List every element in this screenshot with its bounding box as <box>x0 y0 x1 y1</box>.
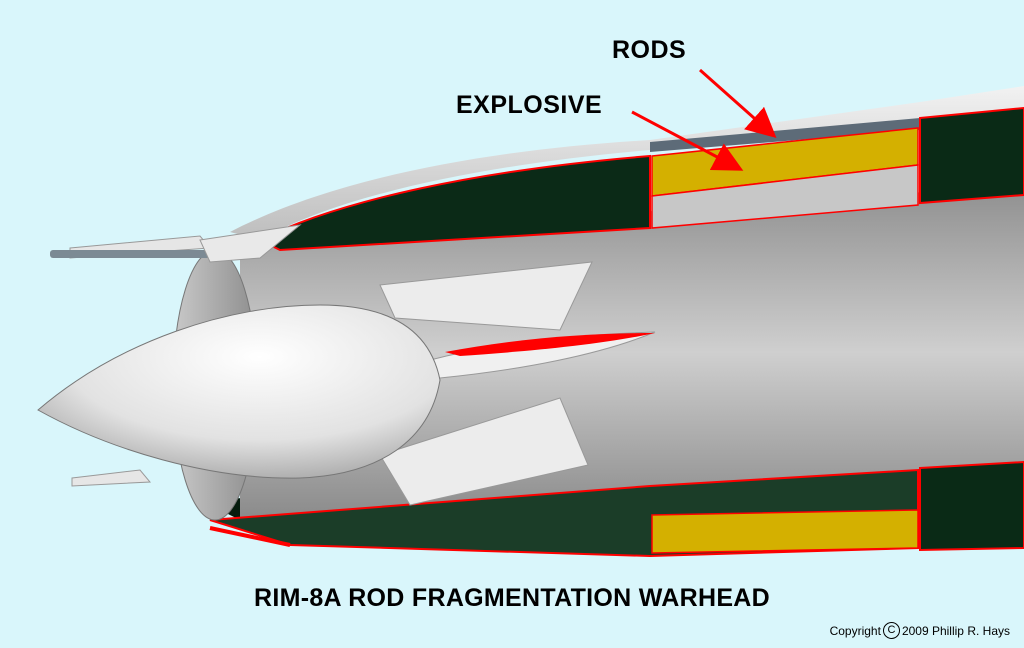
upper-shell-section <box>257 154 651 252</box>
upper-right-interior <box>919 106 1024 205</box>
explosive-label: EXPLOSIVE <box>456 91 603 119</box>
upper-shell-surface <box>230 86 1024 240</box>
lower-antenna <box>71 469 152 487</box>
rods-arrow <box>699 68 777 138</box>
copyright-suffix: 2009 Phillip R. Hays <box>901 623 1010 638</box>
upper-antenna-fin <box>199 224 302 263</box>
nose-cone <box>37 304 441 479</box>
copyright-notice: Copyright C 2009 Phillip R. Hays <box>830 622 1010 639</box>
side-fin-cut <box>445 333 655 356</box>
lower-fin <box>379 397 589 506</box>
lower-cut-edge <box>209 526 291 547</box>
upper-antenna-rod <box>50 250 210 258</box>
copyright-prefix: Copyright <box>829 623 881 638</box>
upper-fin <box>379 261 593 331</box>
diagram-title: RIM-8A ROD FRAGMENTATION WARHEAD <box>253 584 771 612</box>
lower-explosive-band <box>651 509 919 554</box>
explosive-arrow <box>631 110 744 171</box>
rods-label: RODS <box>612 36 687 64</box>
rods-strip <box>650 118 920 152</box>
upper-explosive-inner <box>651 164 919 229</box>
lower-right-interior <box>919 460 1024 552</box>
missile-body <box>240 185 1024 520</box>
copyright-icon: C <box>882 622 900 639</box>
